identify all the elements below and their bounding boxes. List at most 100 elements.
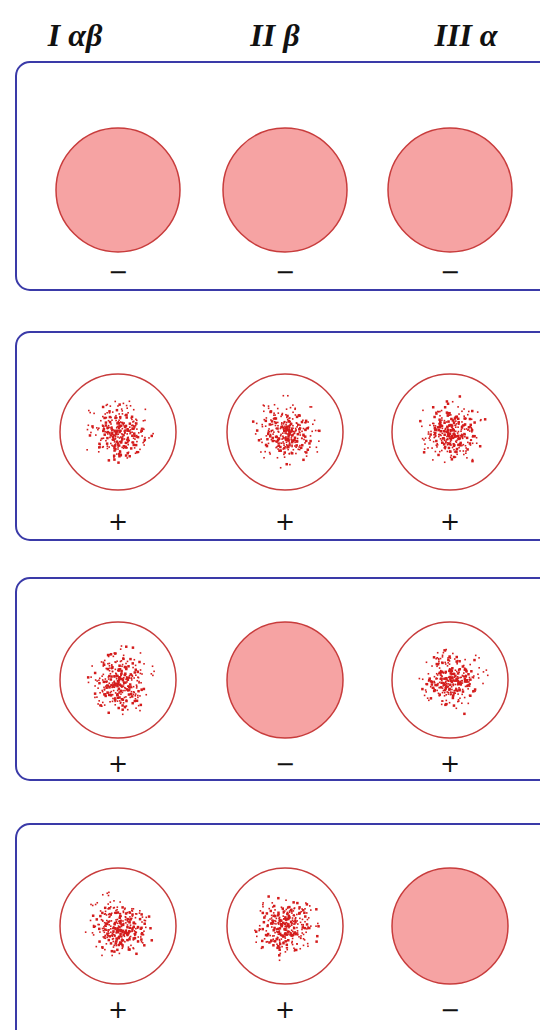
agglutinate-speck bbox=[103, 663, 106, 666]
agglutinate-speck bbox=[279, 442, 281, 444]
agglutinate-speck bbox=[442, 428, 444, 430]
agglutinate-speck bbox=[97, 703, 99, 705]
agglutinate-speck bbox=[466, 457, 468, 459]
agglutinate-speck bbox=[292, 418, 294, 420]
agglutinate-speck bbox=[135, 913, 137, 915]
agglutinate-speck bbox=[284, 926, 286, 928]
agglutinate-speck bbox=[118, 920, 120, 922]
agglutinate-speck bbox=[103, 936, 105, 938]
agglutinate-speck bbox=[452, 679, 455, 682]
agglutinate-speck bbox=[125, 663, 127, 665]
agglutinate-speck bbox=[108, 669, 110, 671]
agglutinate-speck bbox=[135, 674, 137, 676]
agglutinate-speck bbox=[452, 695, 454, 697]
agglutinate-speck bbox=[458, 699, 460, 701]
agglutinate-speck bbox=[419, 678, 421, 680]
agglutinate-speck bbox=[151, 939, 154, 942]
agglutinate-speck bbox=[104, 935, 106, 937]
agglutinate-speck bbox=[116, 409, 119, 412]
agglutinate-speck bbox=[117, 680, 119, 682]
agglutinate-speck bbox=[122, 714, 124, 716]
agglutinate-speck bbox=[444, 420, 446, 422]
agglutinate-speck bbox=[119, 685, 121, 687]
agglutinate-speck bbox=[120, 691, 122, 693]
agglutinate-speck bbox=[470, 670, 473, 673]
agglutinate-speck bbox=[447, 680, 449, 682]
agglutinate-speck bbox=[447, 414, 450, 417]
agglutinate-speck bbox=[467, 688, 469, 690]
agglutinate-speck bbox=[126, 407, 128, 409]
agglutinate-speck bbox=[135, 928, 137, 930]
agglutinate-speck bbox=[103, 433, 106, 436]
agglutinate-speck bbox=[447, 659, 450, 662]
agglutinate-speck bbox=[451, 424, 454, 427]
agglutinate-speck bbox=[269, 435, 272, 438]
agglutinate-speck bbox=[433, 423, 435, 425]
agglutinate-speck bbox=[133, 921, 136, 924]
agglutinate-speck bbox=[130, 447, 133, 450]
agglutinate-speck bbox=[271, 902, 273, 904]
agglutinate-speck bbox=[283, 443, 285, 445]
agglutinate-speck bbox=[453, 449, 455, 451]
agglutinate-speck bbox=[443, 677, 446, 680]
agglutinate-speck bbox=[289, 431, 292, 434]
agglutinate-speck bbox=[123, 685, 125, 687]
agglutinate-speck bbox=[119, 917, 122, 920]
agglutinate-speck bbox=[443, 683, 446, 686]
agglutinate-speck bbox=[124, 432, 126, 434]
agglutinate-speck bbox=[127, 678, 130, 681]
blood-drop bbox=[392, 374, 508, 490]
agglutinate-speck bbox=[114, 935, 116, 937]
agglutinate-speck bbox=[135, 418, 137, 420]
agglutinate-speck bbox=[476, 437, 478, 439]
agglutinate-speck bbox=[90, 676, 92, 678]
agglutinate-speck bbox=[298, 428, 301, 431]
agglutinate-speck bbox=[108, 686, 111, 689]
agglutinate-speck bbox=[102, 702, 104, 704]
agglutinate-speck bbox=[264, 451, 266, 453]
agglutinate-speck bbox=[125, 922, 127, 924]
agglutinate-speck bbox=[278, 412, 280, 414]
agglutinate-speck bbox=[452, 401, 454, 403]
agglutinate-speck bbox=[134, 700, 137, 703]
agglutinate-speck bbox=[140, 936, 142, 938]
agglutinate-speck bbox=[451, 670, 454, 673]
agglutinate-speck bbox=[95, 679, 97, 681]
agglutinate-speck bbox=[443, 434, 446, 437]
agglutinate-speck bbox=[446, 426, 449, 429]
agglutinate-speck bbox=[438, 661, 440, 663]
agglutinate-speck bbox=[114, 441, 116, 443]
agglutinate-speck bbox=[106, 417, 108, 419]
agglutinate-speck bbox=[452, 429, 455, 432]
agglutinate-speck bbox=[302, 919, 304, 921]
agglutinate-speck bbox=[137, 695, 139, 697]
agglutinate-speck bbox=[153, 671, 155, 673]
agglutinate-speck bbox=[315, 430, 317, 432]
agglutinate-speck bbox=[116, 678, 118, 680]
agglutinate-speck bbox=[137, 690, 140, 693]
agglutinate-speck bbox=[114, 698, 117, 701]
agglutinate-speck bbox=[95, 904, 97, 906]
agglutinate-speck bbox=[109, 935, 112, 938]
agglutinate-speck bbox=[433, 425, 435, 427]
agglutinate-speck bbox=[88, 682, 90, 684]
agglutinate-speck bbox=[439, 426, 442, 429]
agglutinate-speck bbox=[448, 692, 450, 694]
agglutinate-speck bbox=[458, 431, 460, 433]
agglutinate-speck bbox=[108, 939, 111, 942]
agglutinate-speck bbox=[107, 931, 109, 933]
agglutinate-speck bbox=[462, 689, 464, 691]
agglutinate-speck bbox=[112, 701, 114, 703]
agglutinate-speck bbox=[280, 416, 282, 418]
agglutinate-speck bbox=[276, 427, 279, 430]
agglutinate-speck bbox=[118, 668, 121, 671]
agglutinate-speck bbox=[441, 678, 443, 680]
agglutinate-speck bbox=[135, 707, 137, 709]
agglutinate-speck bbox=[103, 417, 106, 420]
agglutinate-speck bbox=[457, 421, 460, 424]
agglutinate-speck bbox=[122, 690, 124, 692]
agglutinate-speck bbox=[277, 457, 279, 459]
agglutinate-speck bbox=[122, 934, 125, 937]
agglutinate-speck bbox=[141, 921, 143, 923]
agglutinate-speck bbox=[131, 427, 134, 430]
